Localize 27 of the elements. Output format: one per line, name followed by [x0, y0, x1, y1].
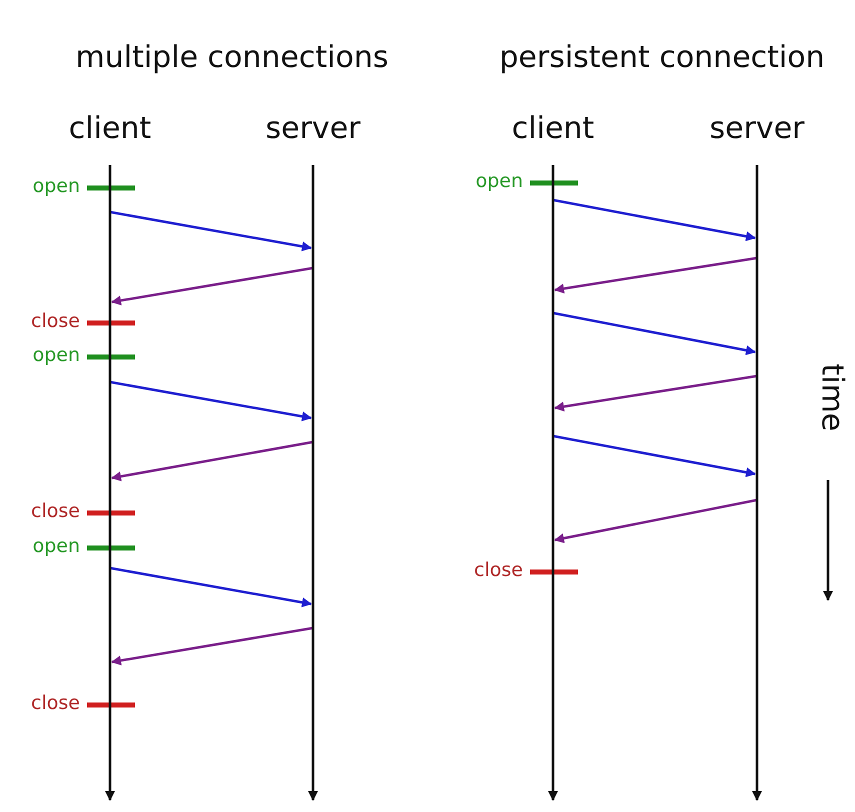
message-arrow: [111, 440, 314, 482]
message-arrow: [552, 312, 756, 356]
open-label: open: [476, 170, 523, 192]
message-arrow: [552, 198, 756, 242]
lifeline-heading: client: [68, 110, 152, 148]
lifeline-heading: server: [264, 110, 362, 148]
lifeline-heading: client: [510, 110, 596, 148]
message-arrow: [552, 434, 756, 478]
open-label: open: [32, 175, 80, 197]
close-label: close: [474, 559, 523, 581]
message-arrow: [110, 380, 312, 422]
message-arrow: [554, 256, 758, 294]
open-label: open: [32, 344, 80, 366]
message-arrow: [111, 626, 314, 666]
close-label: close: [31, 310, 80, 332]
close-label: close: [31, 500, 80, 522]
message-arrow: [110, 566, 312, 608]
open-label: open: [32, 535, 80, 557]
diagram-heading: persistent connection: [498, 40, 826, 75]
time-label: time: [814, 364, 850, 432]
message-arrow: [554, 374, 758, 412]
message-arrow: [111, 266, 314, 306]
message-arrow: [110, 210, 312, 252]
close-label: close: [31, 692, 80, 714]
lifeline-heading: server: [708, 110, 806, 148]
message-arrow: [554, 498, 758, 544]
diagram-heading: multiple connections: [74, 40, 390, 75]
